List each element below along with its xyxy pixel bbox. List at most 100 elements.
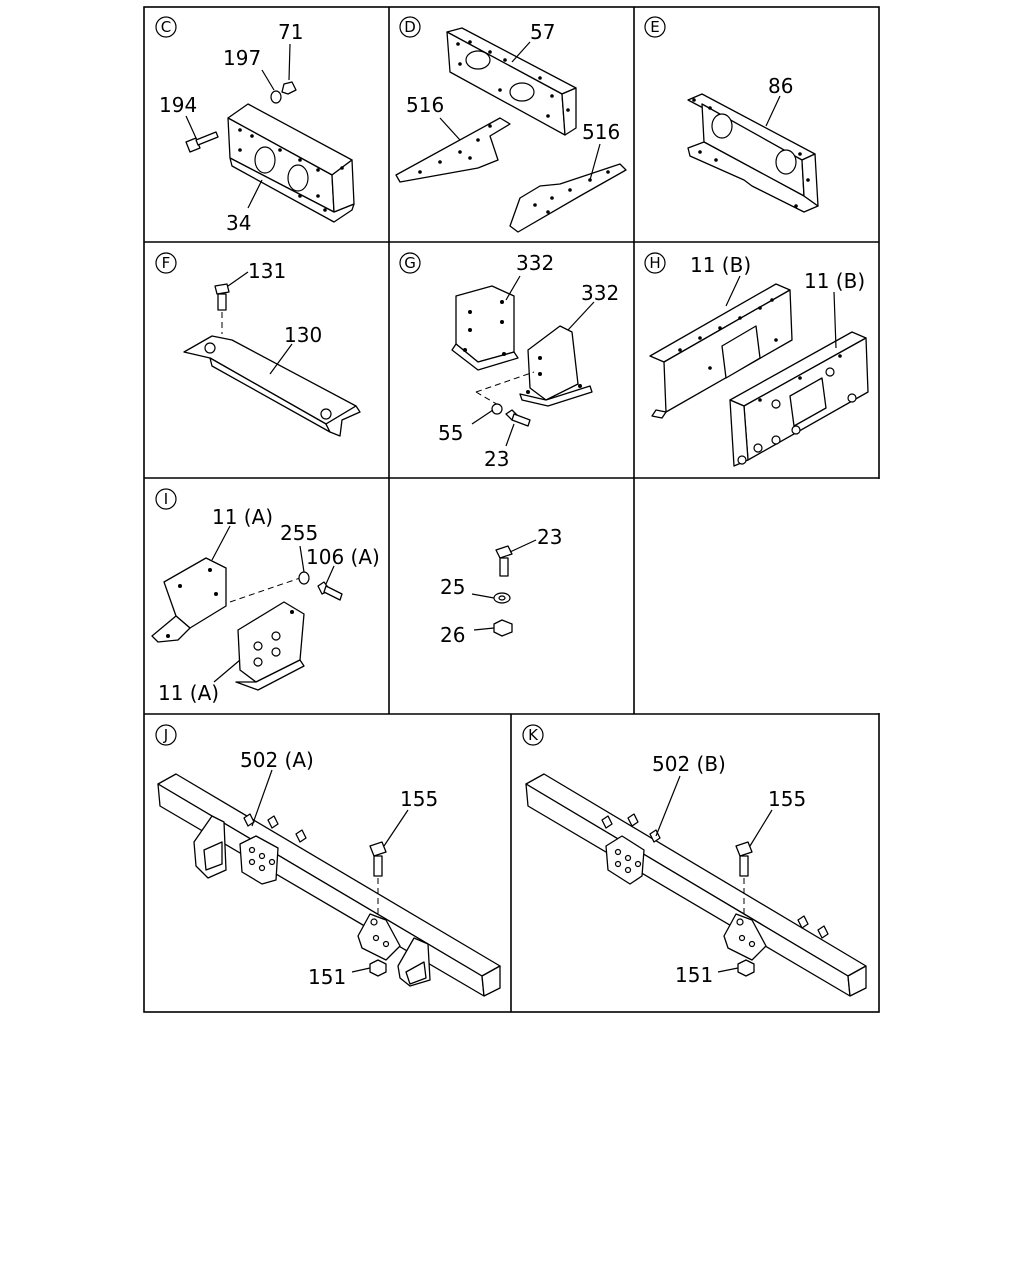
svg-text:106 (A): 106 (A)	[306, 545, 380, 569]
part-26-nut	[493, 619, 513, 637]
part-23-bolt-hw	[495, 545, 513, 577]
part-197-washer	[270, 90, 282, 104]
panel-k-badge: K	[522, 724, 544, 746]
svg-text:197: 197	[223, 46, 261, 70]
panel-k: K	[522, 724, 867, 997]
svg-text:57: 57	[530, 20, 555, 44]
part-71-nut	[281, 81, 297, 95]
panel-j-leaders	[251, 769, 409, 973]
part-106a-bolt	[317, 581, 343, 601]
svg-text:155: 155	[400, 787, 438, 811]
panel-k-leaders	[655, 775, 773, 973]
svg-text:23: 23	[537, 525, 562, 549]
svg-text:502 (B): 502 (B)	[652, 752, 726, 776]
svg-text:155: 155	[768, 787, 806, 811]
panel-g: G 332 332 5	[399, 251, 619, 471]
part-155-bolt-k	[735, 841, 753, 916]
svg-text:55: 55	[438, 421, 463, 445]
svg-text:11 (A): 11 (A)	[158, 681, 219, 705]
svg-text:E: E	[650, 18, 659, 36]
part-194-bolt	[185, 131, 219, 153]
panel-i-badge: I	[155, 488, 177, 510]
panel-g-leaders	[471, 275, 595, 447]
panel-c-leaders	[185, 43, 291, 209]
svg-text:151: 151	[308, 965, 346, 989]
svg-text:11 (B): 11 (B)	[804, 269, 865, 293]
panel-f-badge: F	[155, 252, 177, 274]
svg-text:11 (A): 11 (A)	[212, 505, 273, 529]
svg-text:151: 151	[675, 963, 713, 987]
panel-d-badge: D	[399, 16, 421, 38]
grid-lines	[143, 6, 880, 1013]
svg-text:J: J	[163, 726, 168, 744]
panel-i: I 11 (A) 255 106	[151, 488, 380, 705]
svg-text:F: F	[162, 254, 171, 272]
panel-h: H 11 (B) 11 (B)	[644, 252, 869, 467]
part-86-crossmember	[687, 93, 819, 213]
svg-text:332: 332	[516, 251, 554, 275]
part-34-crossmember	[227, 103, 355, 223]
panel-e: E 86	[644, 16, 819, 213]
panel-j: J	[155, 724, 501, 997]
part-23-bolt	[505, 409, 531, 427]
panel-i-leaders	[211, 525, 335, 683]
part-516-left-gusset	[395, 117, 511, 183]
panel-h-badge: H	[644, 252, 666, 274]
panel-i-align-line	[229, 577, 301, 603]
part-11b-lower-rail	[729, 331, 869, 467]
part-332-upper-bracket	[451, 285, 519, 371]
panel-c-badge: C	[155, 16, 177, 38]
part-130-crossbar	[183, 335, 361, 437]
panel-e-badge: E	[644, 16, 666, 38]
svg-text:130: 130	[284, 323, 322, 347]
panel-d: D 57	[395, 16, 627, 233]
part-502a-beam	[157, 773, 501, 997]
svg-text:D: D	[404, 18, 416, 36]
panel-hardware: 23 25 26	[440, 525, 562, 647]
svg-text:516: 516	[582, 120, 620, 144]
svg-text:194: 194	[159, 93, 197, 117]
part-57-crossmember	[446, 27, 577, 136]
svg-text:11 (B): 11 (B)	[690, 253, 751, 277]
panel-c: C 71	[155, 16, 355, 235]
svg-text:86: 86	[768, 74, 793, 98]
part-55-washer	[491, 403, 503, 415]
part-11a-upper-bracket	[151, 557, 227, 643]
panel-h-leaders	[725, 275, 837, 349]
part-151-nut-k	[737, 959, 755, 977]
svg-text:G: G	[404, 254, 416, 272]
part-502a-plate-right	[357, 913, 401, 961]
panel-f-leaders	[227, 271, 293, 375]
part-155-bolt	[369, 841, 387, 916]
panel-e-leader	[765, 95, 781, 127]
empty-cell-mask	[635, 479, 881, 713]
svg-text:C: C	[161, 18, 171, 36]
svg-text:25: 25	[440, 575, 465, 599]
part-332-lower-bracket	[519, 325, 593, 407]
svg-text:I: I	[164, 490, 168, 508]
panel-g-badge: G	[399, 252, 421, 274]
panel-hw-leaders	[471, 539, 537, 631]
part-516-right-gusset	[509, 163, 627, 233]
part-25-washer	[493, 592, 511, 604]
panel-g-align-line	[475, 371, 535, 393]
svg-text:34: 34	[226, 211, 251, 235]
part-502a-bracket-left	[193, 815, 227, 879]
part-255-washer	[298, 571, 310, 585]
svg-text:255: 255	[280, 521, 318, 545]
svg-text:516: 516	[406, 93, 444, 117]
svg-text:502 (A): 502 (A)	[240, 748, 314, 772]
svg-text:H: H	[649, 254, 660, 272]
part-131-bolt	[214, 283, 230, 334]
svg-text:71: 71	[278, 20, 303, 44]
panel-j-badge: J	[155, 724, 177, 746]
panel-d-leaders	[439, 41, 601, 181]
part-502a-bracket-right	[397, 937, 431, 987]
part-11b-upper-rail	[649, 283, 793, 419]
svg-text:332: 332	[581, 281, 619, 305]
panel-f: F 131 130	[155, 252, 361, 437]
part-502b-plate-right	[723, 913, 829, 961]
part-502b-plate-left	[601, 813, 661, 885]
part-151-nut	[369, 959, 387, 977]
